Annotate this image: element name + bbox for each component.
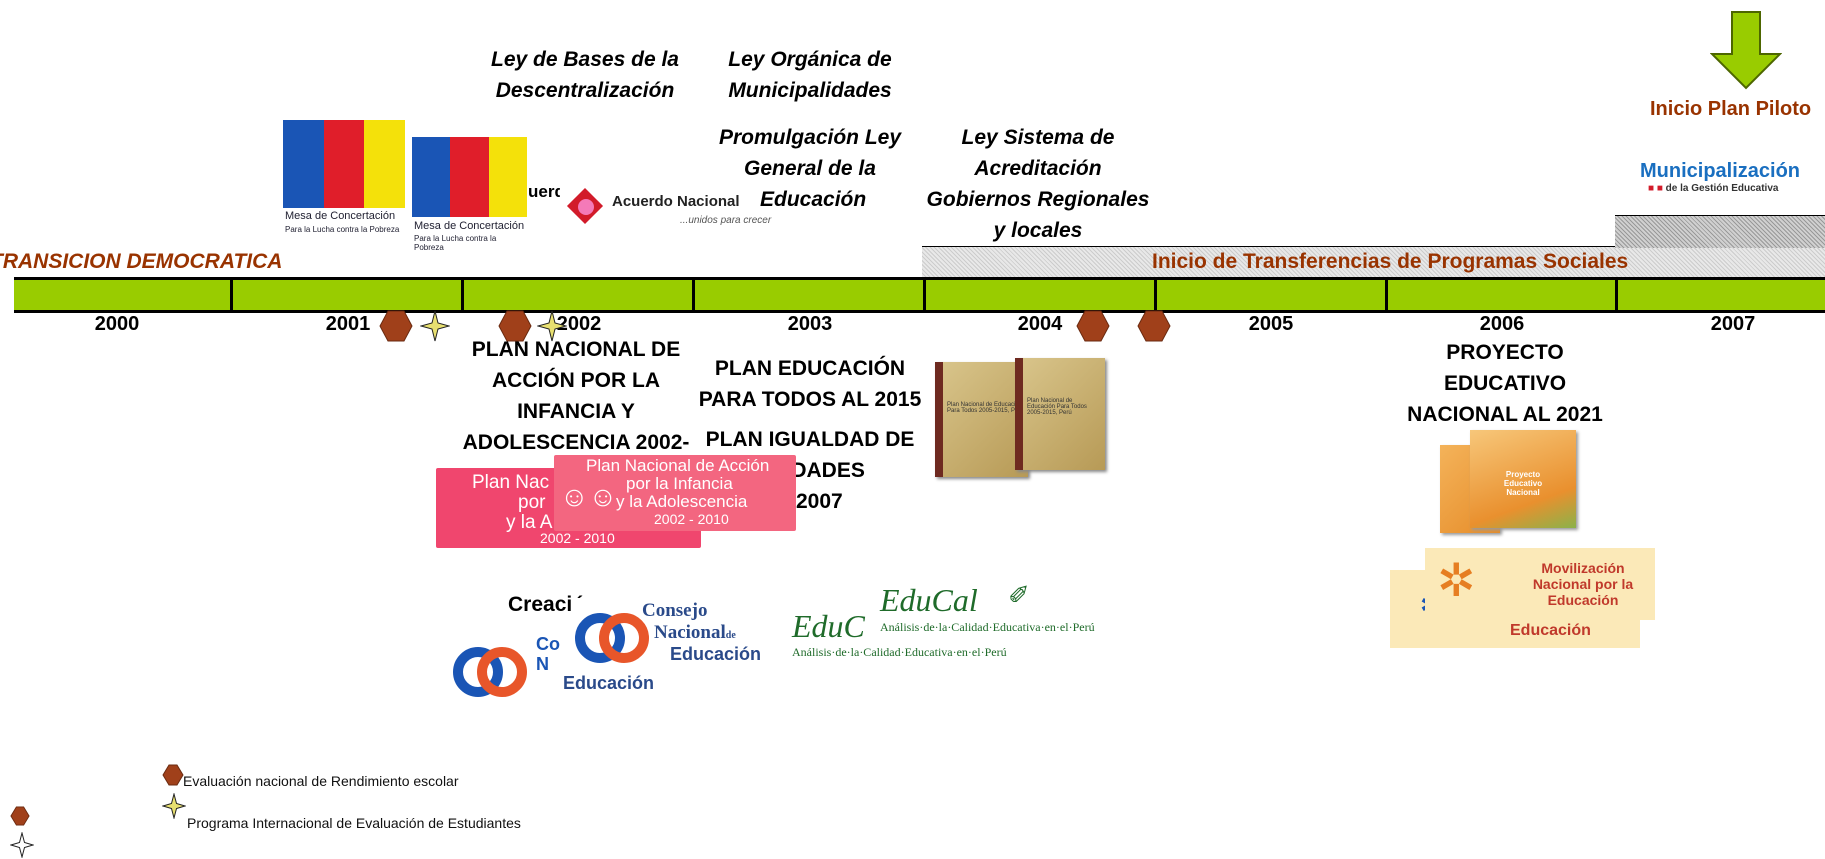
transicion-democratica-label: TRANSICION DEMOCRATICA [0, 250, 283, 273]
municipalizacion-logo: Municipalización ■ ■ de la Gestión Educa… [1640, 160, 1801, 194]
law-bases-descentralizacion: Ley de Bases de la Descentralización [491, 48, 679, 102]
rendimiento-marker-icon [1137, 310, 1171, 342]
acuerdo-nacional-logo: Acuerdo Nacional ...unidos para crecer [560, 183, 785, 235]
timeline-divider [461, 277, 464, 313]
legend-pisa-text: Programa Internacional de Evaluación de … [187, 815, 521, 831]
cne-educacion-caption: Educación [563, 673, 655, 693]
transferencias-label: Inicio de Transferencias de Programas So… [1152, 250, 1629, 273]
timeline-divider [1154, 277, 1157, 313]
gray-band [922, 246, 1825, 278]
law-organica-municipalidades: Ley Orgánica de Municipalidades [728, 48, 892, 102]
year-label: 2004 [1017, 313, 1063, 335]
cne-knot-icon [575, 613, 649, 663]
ept-book-cover: Plan Nacional de Educación Para Todos 20… [935, 362, 1028, 477]
gray-band-top [1615, 215, 1825, 248]
rendimiento-marker-icon [379, 310, 413, 342]
educal-logo-back: EduC Análisis·de·la·Calidad·Educativa·en… [792, 608, 1007, 659]
movilizacion-logo: ✲ Movilización Nacional por la Educación [1425, 548, 1655, 620]
law-promulgacion-educacion: Promulgación Ley General de la Educación [718, 126, 902, 211]
year-label: 2003 [787, 313, 833, 335]
rendimiento-marker-icon [1076, 310, 1110, 342]
plan-infancia-banner: ☺☺ Plan Nacional de Acción por la Infanc… [554, 455, 796, 531]
law-sistema-acreditacion: Ley Sistema de Acreditación Gobiernos Re… [926, 126, 1150, 242]
timeline-bar [14, 277, 1825, 313]
legend-rendimiento-text: Evaluación nacional de Rendimiento escol… [183, 773, 459, 789]
mesa-concertacion-logo: Mesa de Concertación Para la Lucha contr… [283, 120, 406, 240]
year-label: 2005 [1248, 313, 1294, 335]
year-label: 2000 [94, 313, 140, 335]
educal-logo: EduCal ✐ Análisis·de·la·Calidad·Educativ… [870, 580, 1130, 645]
year-label: 2006 [1479, 313, 1525, 335]
educal-scribble-icon: ✐ [1008, 580, 1030, 610]
corner-pisa-icon [10, 832, 34, 858]
plan-educacion-todos: PLAN EDUCACIÓN PARA TODOS AL 2015 [698, 357, 922, 411]
plan-infancia-year-back: 2002 - 2010 [540, 530, 615, 546]
pisa-star-icon [537, 310, 567, 342]
timeline-divider [692, 277, 695, 313]
corner-rendimiento-icon [10, 806, 30, 826]
legend-rendimiento-icon [162, 764, 184, 786]
cne-logo: Consejo Nacionalde Educación [572, 598, 772, 698]
year-label: 2002 [556, 313, 602, 335]
ept-book-cover-2: Plan Nacional de Educación Para Todos 20… [1015, 358, 1105, 470]
down-arrow-icon [1710, 11, 1782, 90]
cne-logo-back: Co N [450, 620, 570, 710]
timeline-divider [230, 277, 233, 313]
inicio-plan-piloto: Inicio Plan Piloto [1650, 98, 1812, 120]
proyecto-educativo-nacional: PROYECTO EDUCATIVO NACIONAL AL 2021 [1407, 341, 1603, 426]
pen-book-cover: Proyecto Educativo Nacional [1470, 430, 1576, 528]
year-label: 2007 [1710, 313, 1756, 335]
rendimiento-marker-icon [498, 310, 532, 342]
pisa-star-icon [420, 310, 450, 342]
mesa-concertacion-logo-2: Mesa de Concertación Para la Lucha contr… [412, 137, 527, 252]
legend-pisa-icon [162, 793, 186, 819]
timeline-divider [1615, 277, 1618, 313]
timeline-divider [1385, 277, 1388, 313]
movilizacion-people-icon: ✲ [1437, 554, 1476, 606]
plan-accion-infancia: PLAN NACIONAL DE ACCIÓN POR LA INFANCIA … [462, 338, 690, 454]
cne-knot-icon [453, 647, 527, 697]
year-label: 2001 [325, 313, 371, 335]
timeline-divider [923, 277, 926, 313]
